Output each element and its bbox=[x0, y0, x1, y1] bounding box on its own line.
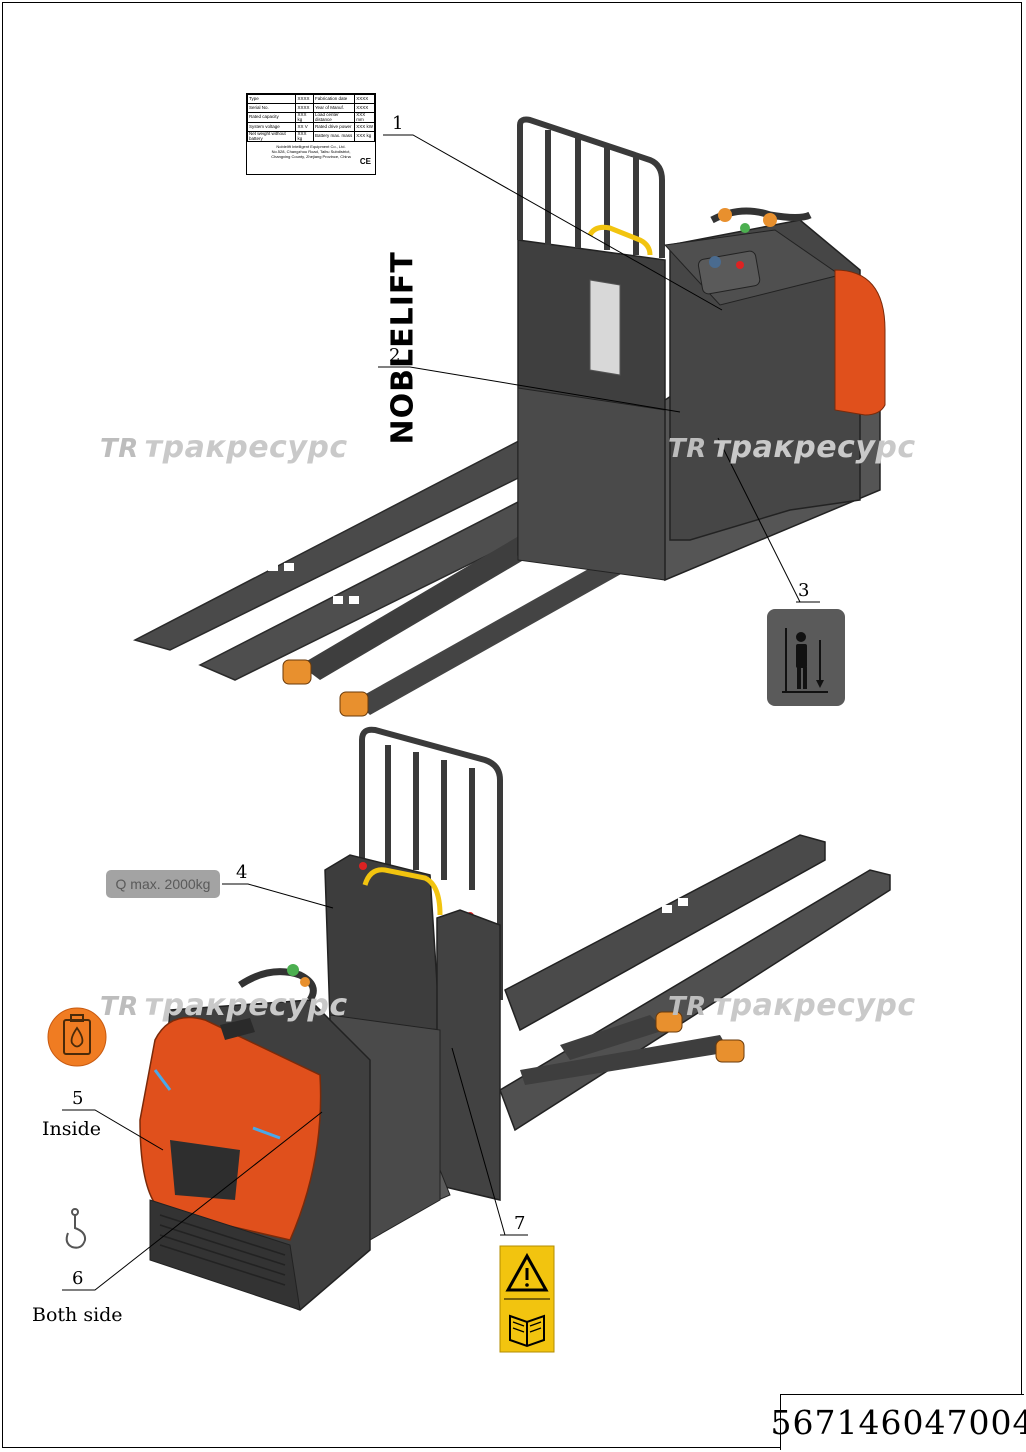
fork-slot bbox=[284, 563, 294, 571]
document-number: 567146047004 bbox=[771, 1394, 1026, 1450]
callout-2: 2 bbox=[389, 345, 401, 366]
watermark-mark: TR bbox=[668, 992, 707, 1022]
load-wheel bbox=[339, 691, 369, 717]
nameplate-cell: Net weight without battery bbox=[246, 131, 297, 142]
callout-7: 7 bbox=[514, 1213, 526, 1234]
watermark-text: тракресурс bbox=[144, 430, 348, 465]
oil-fill-icon bbox=[47, 1007, 107, 1067]
capacity-decal: Q max. 2000kg bbox=[106, 870, 220, 898]
decal-lift-warning bbox=[767, 609, 845, 706]
scissor-link bbox=[355, 540, 655, 715]
callout-1: 1 bbox=[392, 113, 404, 134]
maker-name: Noblelift Intelligent Equipment Co., Ltd… bbox=[276, 144, 346, 149]
nameplate-cell: Type bbox=[246, 94, 297, 104]
bottom-truck bbox=[139, 726, 891, 1311]
nameplate-cell: XXX kg bbox=[354, 131, 375, 142]
nameplate-cell: XXX kg bbox=[295, 112, 314, 123]
nameplate-cell: Battery max. mass bbox=[312, 131, 356, 142]
nameplate-cell: Rated drive power bbox=[312, 122, 356, 132]
top-truck bbox=[132, 116, 886, 717]
watermark-text: тракресурс bbox=[712, 430, 916, 465]
watermark-mark: TR bbox=[668, 434, 707, 464]
leader-lines-bottom bbox=[62, 883, 528, 1291]
nameplate-cell: Rated capacity bbox=[246, 112, 297, 123]
ce-mark: CE bbox=[359, 157, 371, 166]
callout-5: 5 bbox=[72, 1088, 84, 1109]
watermark-text: тракресурс bbox=[144, 988, 348, 1023]
fork-back-bottom bbox=[504, 834, 826, 1032]
nameplate-cell: Load center distance bbox=[312, 112, 356, 123]
watermark-mark: TR bbox=[100, 434, 139, 464]
fork-slot bbox=[333, 596, 343, 604]
load-wheel bbox=[282, 659, 312, 685]
fork-slot bbox=[349, 596, 359, 604]
warning-read-manual-decal bbox=[499, 1245, 555, 1353]
maker-address-2: Changxing County, Zhejiang Province, Chi… bbox=[271, 154, 351, 159]
nameplate-cell: Serial No. bbox=[246, 103, 297, 113]
nameplate-cell: XXX kg bbox=[295, 131, 314, 142]
fork-slot bbox=[268, 563, 278, 571]
note-both-side: Both side bbox=[32, 1304, 123, 1326]
note-inside: Inside bbox=[42, 1118, 101, 1140]
callout-3: 3 bbox=[798, 580, 810, 601]
maker-address-1: No.528, Changzhou Road, Taihu Subdistric… bbox=[271, 149, 351, 154]
lifting-hook-icon bbox=[65, 1208, 87, 1249]
nameplate-cell: XXXX bbox=[354, 94, 375, 104]
callout-4: 4 bbox=[236, 862, 248, 883]
watermark-mark: TR bbox=[100, 992, 139, 1022]
leader-lines-top bbox=[378, 134, 820, 603]
nameplate-cell: XXX kW bbox=[354, 122, 375, 132]
nameplate-cell: XXXX bbox=[295, 94, 314, 104]
nameplate-cell: Fabrication date bbox=[312, 94, 356, 104]
nameplate-cell: XXX mm bbox=[354, 112, 375, 123]
watermark-text: тракресурс bbox=[712, 988, 916, 1023]
callout-6: 6 bbox=[72, 1268, 84, 1289]
